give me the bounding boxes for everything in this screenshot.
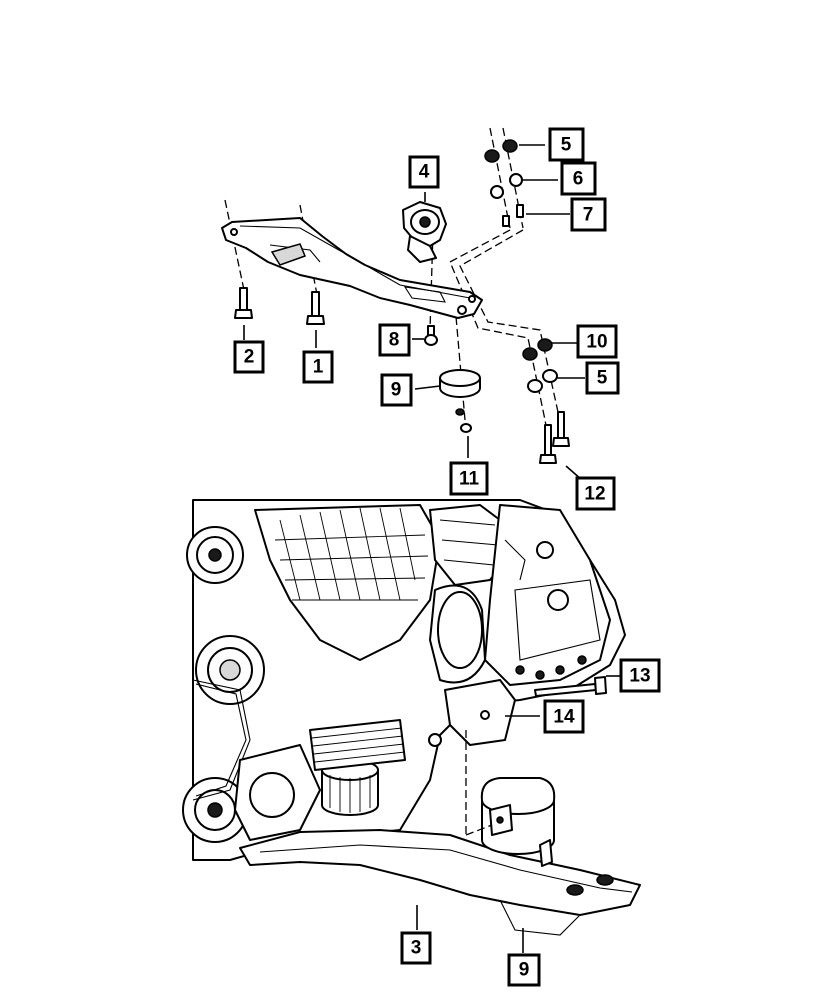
svg-text:8: 8 xyxy=(389,330,400,351)
svg-text:11: 11 xyxy=(459,469,480,490)
crossmember-3 xyxy=(239,829,641,936)
isolator-9-upper xyxy=(439,369,481,416)
callout-8: 8 xyxy=(378,323,411,357)
nut-8 xyxy=(424,325,438,346)
transmission xyxy=(484,504,611,686)
callout-3: 3 xyxy=(400,931,432,965)
callout-5-lower: 5 xyxy=(585,361,620,395)
leader-lines-lower xyxy=(416,675,620,953)
svg-text:14: 14 xyxy=(553,707,575,728)
bolt-2 xyxy=(234,287,253,319)
crossmember-bracket xyxy=(221,217,483,319)
bolt-1 xyxy=(306,291,325,325)
svg-text:10: 10 xyxy=(586,332,607,353)
engine-view xyxy=(182,499,641,953)
svg-text:3: 3 xyxy=(411,938,422,959)
svg-text:4: 4 xyxy=(419,162,430,183)
svg-text:5: 5 xyxy=(561,135,572,156)
callout-4: 4 xyxy=(408,155,440,189)
svg-text:6: 6 xyxy=(573,169,584,190)
intake-manifold xyxy=(254,504,441,661)
ac-compressor xyxy=(234,744,321,841)
engine-pulleys xyxy=(182,526,265,843)
svg-text:13: 13 xyxy=(629,666,650,687)
svg-text:2: 2 xyxy=(244,347,255,368)
callout-13: 13 xyxy=(619,658,661,693)
svg-text:7: 7 xyxy=(583,205,594,226)
mount-bracket-14 xyxy=(428,679,516,747)
mount-bracket-4 xyxy=(402,201,447,263)
bolt-11 xyxy=(460,423,472,433)
callout-5-upper: 5 xyxy=(548,127,585,162)
oil-cooler xyxy=(309,719,406,771)
bolt-13 xyxy=(534,676,607,697)
callout-12: 12 xyxy=(575,476,616,511)
callout-9-upper: 9 xyxy=(380,373,413,407)
callout-7: 7 xyxy=(570,197,607,232)
bolts-12 xyxy=(539,411,570,464)
isolator-9-lower xyxy=(480,777,556,867)
svg-text:9: 9 xyxy=(519,960,530,981)
svg-text:12: 12 xyxy=(584,484,605,505)
nuts-5-6-7 xyxy=(484,139,524,227)
callout-10: 10 xyxy=(576,324,618,359)
callout-11: 11 xyxy=(449,461,489,496)
callout-9-lower: 9 xyxy=(507,953,541,987)
svg-text:9: 9 xyxy=(391,380,402,401)
callout-6: 6 xyxy=(560,161,597,196)
leader-lines xyxy=(243,144,585,481)
nuts-10-5 xyxy=(522,338,558,393)
callout-1: 1 xyxy=(302,350,334,384)
svg-text:5: 5 xyxy=(597,368,608,389)
callout-2: 2 xyxy=(233,340,265,374)
callout-14: 14 xyxy=(543,699,585,734)
exploded-view xyxy=(221,127,585,481)
svg-text:1: 1 xyxy=(313,357,324,378)
